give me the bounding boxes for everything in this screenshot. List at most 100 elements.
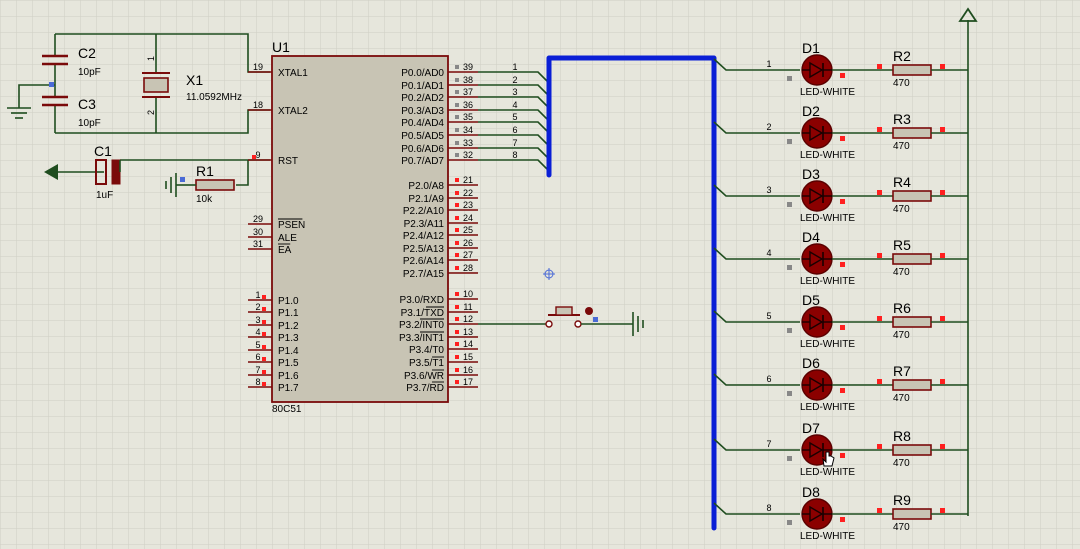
pin-number: 12 (463, 314, 473, 324)
x1-value: 11.0592MHz (186, 92, 242, 103)
bus-net-label: 4 (512, 100, 517, 110)
resistor-ref: R2 (893, 48, 911, 64)
pin-number: 32 (463, 150, 473, 160)
mcu-pin-p1-0[interactable]: 1P1.0 (248, 290, 299, 307)
led-ref: D8 (802, 484, 820, 500)
mcu-pin-p1-6[interactable]: 7P1.6 (248, 365, 299, 382)
pin-number: 10 (463, 289, 473, 299)
pin-name: P1.5 (278, 358, 299, 369)
led-net-label: 6 (766, 374, 771, 384)
pin-name: P1.7 (278, 383, 299, 394)
pin-number: 7 (255, 365, 260, 375)
pin-number: 3 (255, 315, 260, 325)
led-type: LED-WHITE (800, 150, 855, 161)
pin-name: P1.4 (278, 346, 299, 357)
mcu-80c51[interactable]: U1 80C51 19XTAL118XTAL29RST29PSEN30ALE31… (248, 39, 478, 415)
pin-number: 35 (463, 112, 473, 122)
pin-number: 27 (463, 250, 473, 260)
pin-number: 6 (255, 352, 260, 362)
pin-name: P2.3/A11 (404, 219, 445, 230)
c2-ref: C2 (78, 45, 96, 61)
crystal-x1[interactable]: 1 2 X1 11.0592MHz (142, 56, 242, 115)
mcu-pin-p1-5[interactable]: 6P1.5 (248, 352, 299, 369)
led-net-label: 3 (766, 185, 771, 195)
bus-net-label: 7 (512, 138, 517, 148)
mcu-pin-p1-4[interactable]: 5P1.4 (248, 340, 299, 357)
c1-ref: C1 (94, 143, 112, 159)
pin-number: 36 (463, 100, 473, 110)
led-type: LED-WHITE (800, 276, 855, 287)
capacitor-c1[interactable]: C1 1uF (44, 143, 121, 201)
pin-name: P2.6/A14 (403, 256, 445, 267)
capacitor-c3[interactable]: C3 10pF (42, 95, 101, 129)
pin-number: 15 (463, 352, 473, 362)
data-bus[interactable] (546, 55, 717, 531)
pin-name: P1.6 (278, 371, 299, 382)
ground-icon (7, 107, 31, 119)
pin-number: 11 (463, 302, 472, 312)
mcu-pin-p1-2[interactable]: 3P1.2 (248, 315, 299, 332)
pin-name: XTAL2 (278, 106, 308, 117)
pin-name: P3.5/T1 (409, 358, 444, 369)
mcu-pin-p1-7[interactable]: 8P1.7 (248, 377, 299, 394)
pin-number: 4 (255, 327, 260, 337)
pin-name: XTAL1 (278, 68, 308, 79)
c3-value: 10pF (78, 118, 101, 129)
pin-name: ALE (278, 233, 297, 244)
resistor-r1[interactable]: R1 10k (165, 163, 235, 205)
mcu-pin-p1-1[interactable]: 2P1.1 (248, 302, 299, 319)
resistor-ref: R4 (893, 174, 911, 190)
push-button[interactable] (478, 306, 644, 336)
pin-number: 39 (463, 62, 473, 72)
capacitor-c2[interactable]: C2 10pF (42, 45, 101, 78)
pin-name: P1.2 (278, 321, 299, 332)
mcu-pin-p1-3[interactable]: 4P1.3 (248, 327, 299, 344)
